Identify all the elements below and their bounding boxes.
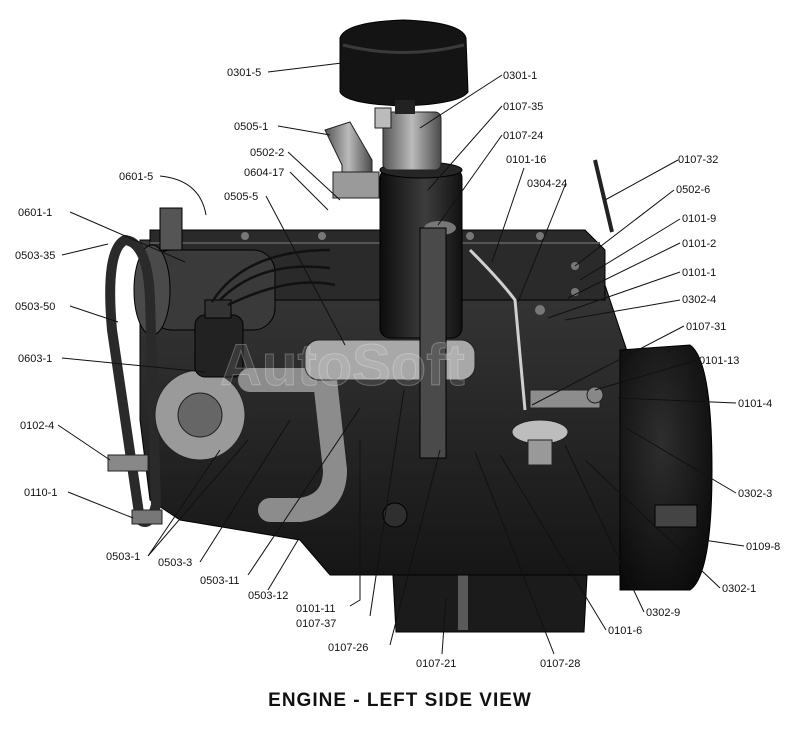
fuel-line	[468, 248, 527, 411]
carburettor	[382, 111, 442, 171]
callout-0101-1: 0101-1	[682, 267, 716, 279]
callout-0302-4: 0302-4	[682, 294, 716, 306]
callout-0107-32: 0107-32	[678, 154, 718, 166]
callout-0601-1: 0601-1	[18, 207, 52, 219]
callout-0102-4: 0102-4	[20, 420, 54, 432]
callout-0302-3: 0302-3	[738, 488, 772, 500]
callout-0503-1: 0503-1	[106, 551, 140, 563]
callout-0101-2: 0101-2	[682, 238, 716, 250]
callout-0109-8: 0109-8	[746, 541, 780, 553]
water-outlet-pipe	[238, 368, 348, 522]
engine-illustration	[105, 19, 713, 633]
callout-0107-24: 0107-24	[503, 130, 543, 142]
callout-0107-37: 0107-37	[296, 618, 336, 630]
callout-0505-5: 0505-5	[224, 191, 258, 203]
callout-0505-1: 0505-1	[234, 121, 268, 133]
callout-0107-26: 0107-26	[328, 642, 368, 654]
callout-0304-24: 0304-24	[527, 178, 567, 190]
callout-0107-28: 0107-28	[540, 658, 580, 670]
callout-0107-31: 0107-31	[686, 321, 726, 333]
callout-0503-35: 0503-35	[15, 250, 55, 262]
callout-0101-6: 0101-6	[608, 625, 642, 637]
callout-0503-3: 0503-3	[158, 557, 192, 569]
callout-labels: 0301-5 0301-1 0107-35 0107-24 0505-1 050…	[15, 67, 780, 670]
callout-0302-9: 0302-9	[646, 607, 680, 619]
callout-0502-2: 0502-2	[250, 147, 284, 159]
callout-0101-9: 0101-9	[682, 213, 716, 225]
callout-0107-35: 0107-35	[503, 101, 543, 113]
callout-0101-16: 0101-16	[506, 154, 546, 166]
callout-0301-5: 0301-5	[227, 67, 261, 79]
callout-0101-13: 0101-13	[699, 355, 739, 367]
housing-mount	[654, 504, 698, 528]
callout-0101-4: 0101-4	[738, 398, 772, 410]
flywheel-housing	[619, 344, 713, 591]
oil-filter-pipe	[419, 227, 447, 459]
callout-0603-1: 0603-1	[18, 353, 52, 365]
callout-0301-1: 0301-1	[503, 70, 537, 82]
callout-0110-1: 0110-1	[24, 487, 57, 499]
callout-0302-1: 0302-1	[722, 583, 756, 595]
callout-0107-21: 0107-21	[416, 658, 456, 670]
leader-lines	[57, 61, 745, 655]
callout-0101-11: 0101-11	[296, 603, 336, 615]
watermark-text: AutoSoft	[220, 333, 465, 398]
callout-0503-11: 0503-11	[200, 575, 240, 587]
diagram-title: ENGINE - LEFT SIDE VIEW	[268, 690, 532, 711]
callout-0604-17: 0604-17	[244, 167, 284, 179]
callout-0601-5: 0601-5	[119, 171, 153, 183]
callout-0503-12: 0503-12	[248, 590, 288, 602]
callout-0503-50: 0503-50	[15, 301, 55, 313]
air-cleaner	[339, 19, 469, 107]
callout-0502-6: 0502-6	[676, 184, 710, 196]
